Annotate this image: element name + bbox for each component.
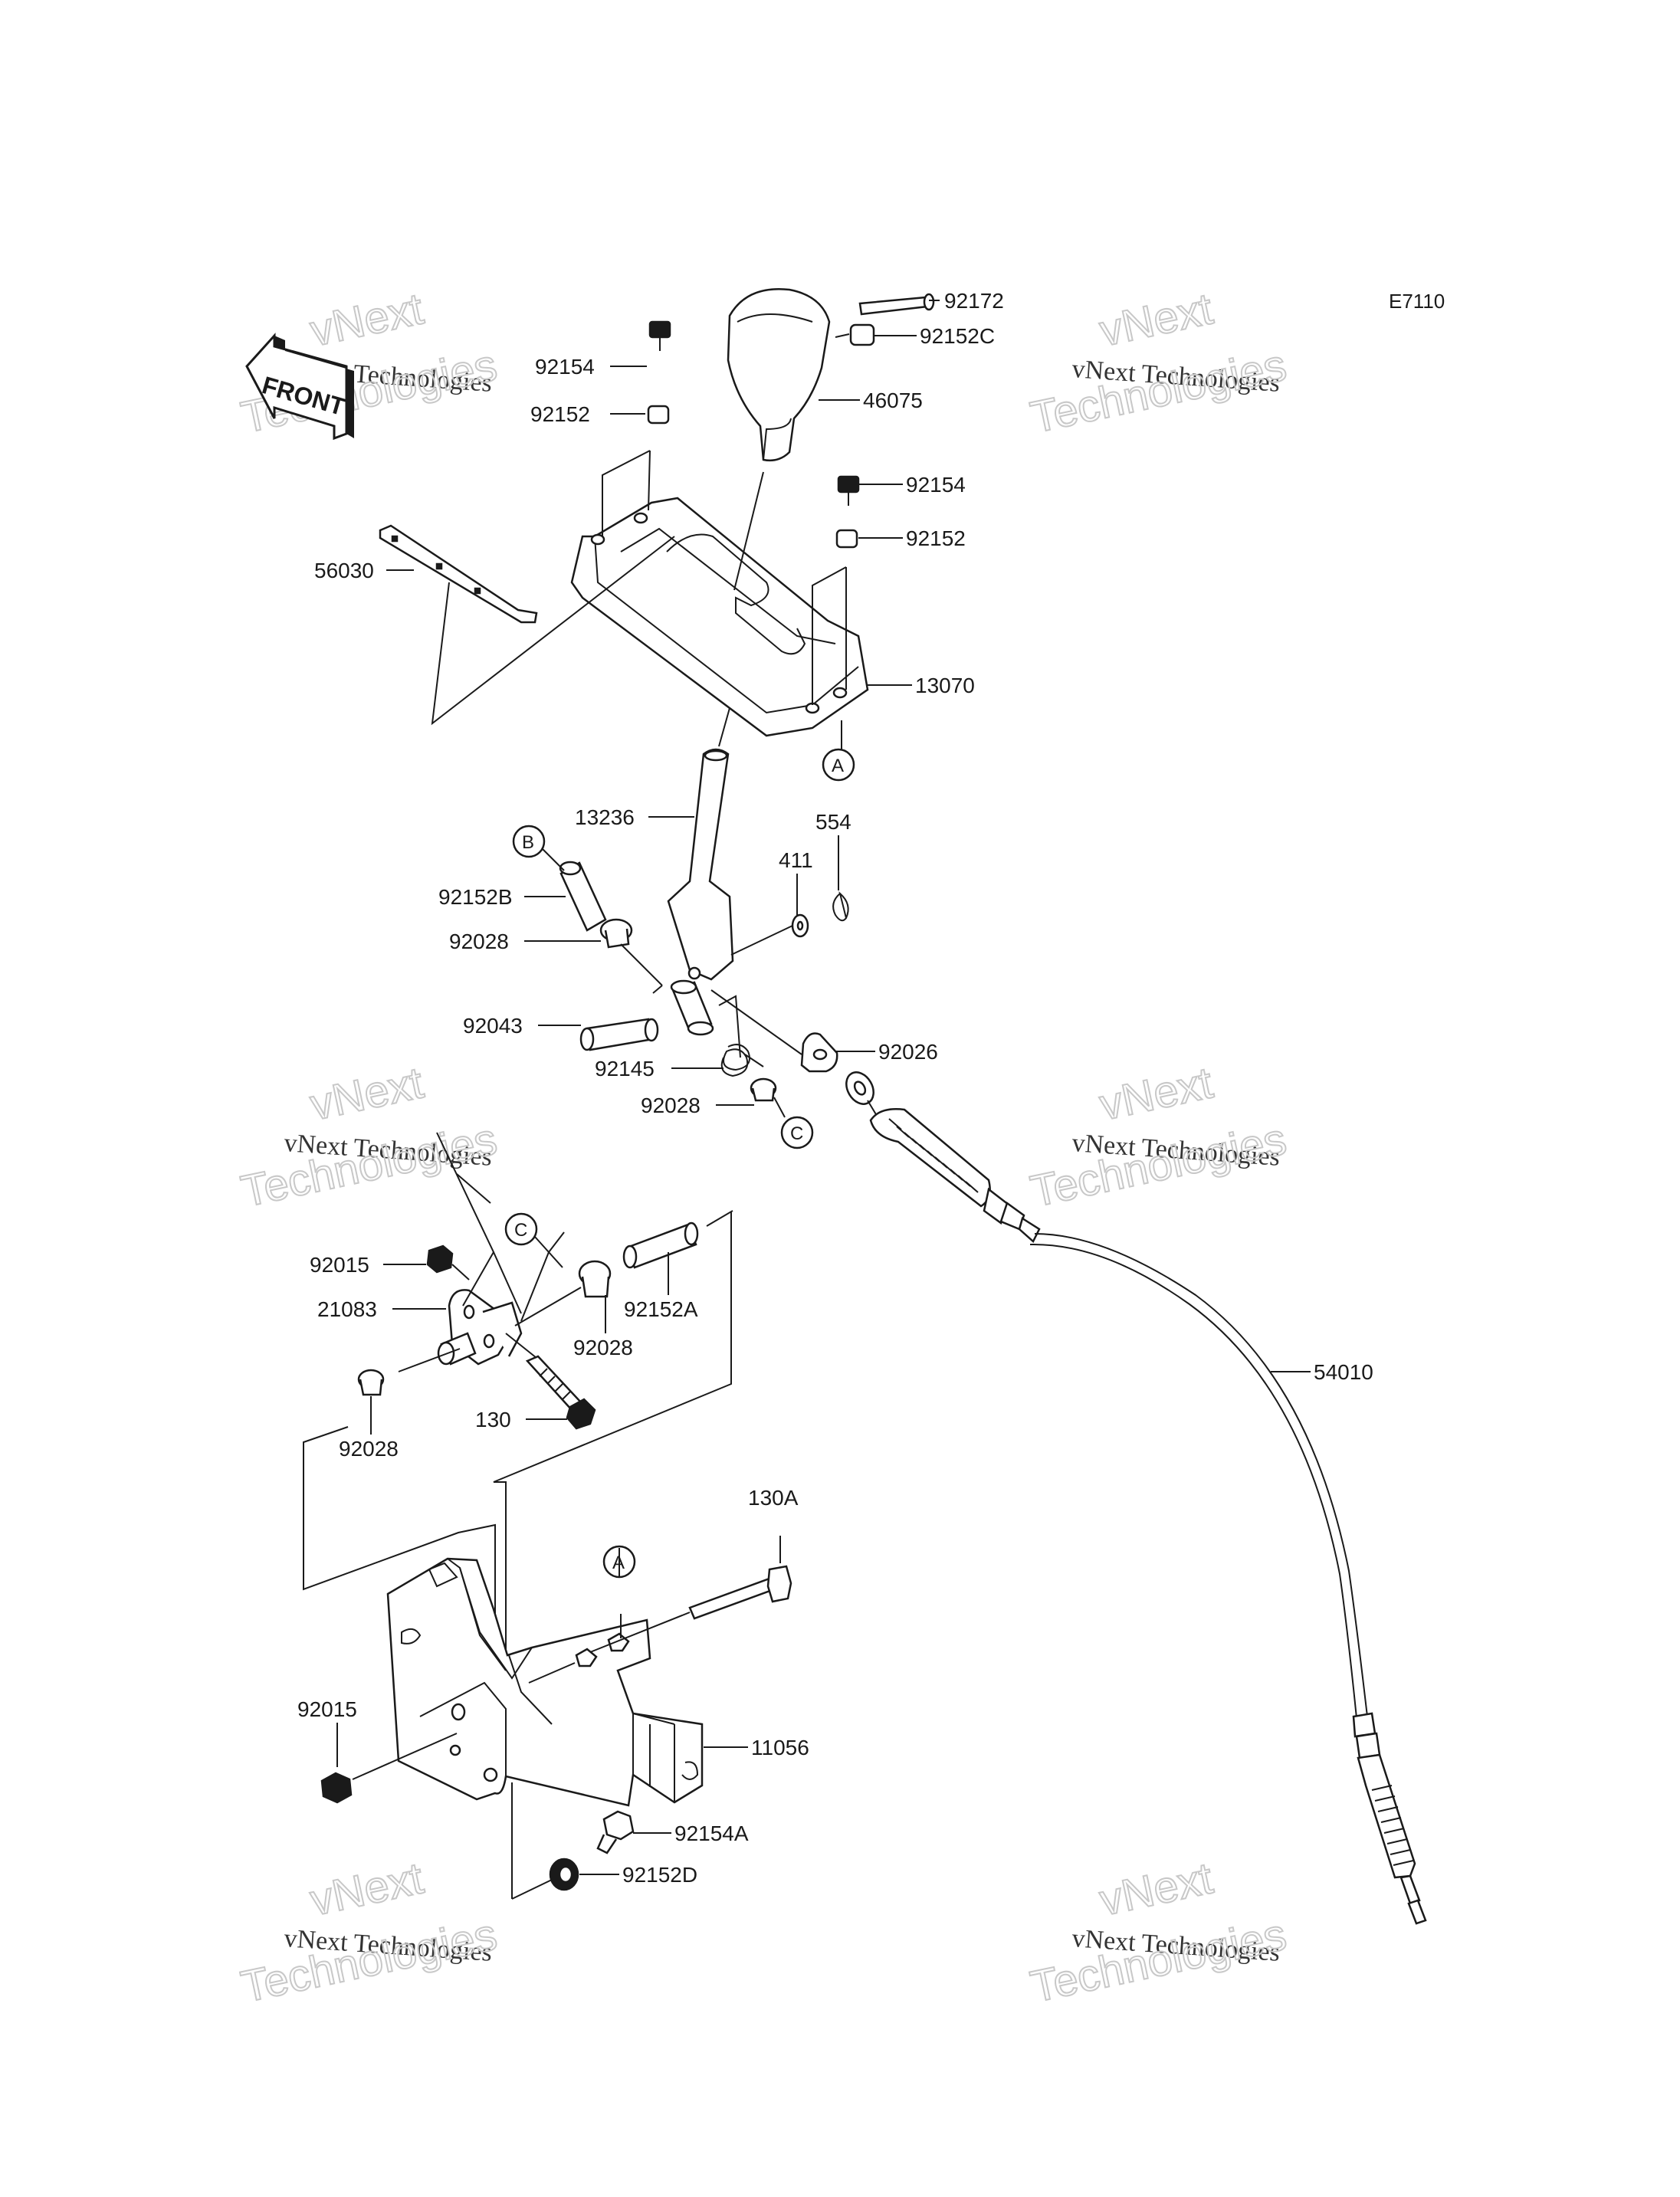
washer-92152d (549, 1858, 579, 1891)
bracket-92026 (800, 1032, 838, 1073)
svg-text:C: C (790, 1123, 803, 1144)
label-92152b: 92152B (438, 885, 513, 909)
shift-lever-13236 (667, 748, 734, 981)
svg-text:Technologies: Technologies (1026, 1114, 1291, 1217)
svg-text:vNext: vNext (306, 284, 428, 356)
bolt-130 (525, 1355, 596, 1430)
bushing-92028-d (357, 1369, 385, 1396)
watermark-mid-right: vNext vNext Technologies Technologies (1025, 1057, 1291, 1217)
label-92043: 92043 (463, 1014, 523, 1038)
collar-92152b (559, 861, 607, 932)
label-46075: 46075 (863, 389, 923, 412)
pin-92043 (579, 1018, 659, 1051)
shift-cable-54010 (845, 1071, 1427, 1925)
label-56030: 56030 (314, 559, 374, 582)
label-92028-b: 92028 (641, 1094, 701, 1117)
label-92154a: 92154A (674, 1822, 749, 1845)
bracket-11056 (386, 1557, 704, 1807)
label-92026: 92026 (878, 1040, 938, 1064)
front-arrow-icon: FRONT (245, 333, 354, 441)
pivot-tube (670, 979, 714, 1036)
bolt-130a (688, 1536, 792, 1620)
label-92154-top: 92154 (535, 355, 595, 379)
spacer-tube (437, 1332, 477, 1366)
svg-text:Technologies: Technologies (1026, 340, 1291, 443)
cotter-pin-554 (832, 891, 849, 922)
collar-92152c (849, 323, 875, 346)
label-130: 130 (475, 1408, 511, 1431)
svg-text:Technologies: Technologies (237, 1910, 501, 2012)
callout-c-right: C (773, 1097, 814, 1149)
label-92015-top: 92015 (310, 1253, 369, 1277)
shift-knob (727, 288, 831, 462)
label-11056: 11056 (751, 1736, 809, 1759)
bushing-92028-b (750, 1077, 777, 1102)
label-130a: 130A (748, 1486, 799, 1510)
label-92152-right: 92152 (906, 526, 966, 550)
svg-text:Technologies: Technologies (1026, 1910, 1291, 2012)
label-92015-bottom: 92015 (297, 1697, 357, 1721)
svg-text:vNext: vNext (1095, 284, 1217, 356)
callout-c-left: C (504, 1212, 563, 1268)
nut-92015-top (426, 1244, 454, 1274)
label-13070: 13070 (915, 674, 975, 697)
svg-text:vNext: vNext (1095, 1853, 1217, 1925)
label-54010: 54010 (1314, 1360, 1373, 1384)
label-554: 554 (815, 810, 851, 834)
label-plate-56030 (379, 524, 538, 624)
watermark-top-right: vNext vNext Technologies Technologies (1025, 283, 1291, 443)
bolt-92154-right (837, 475, 860, 506)
bolt-92154-left (648, 320, 671, 351)
watermark-bottom-left: vNext vNext Technologies Technologies (236, 1852, 502, 2012)
label-92028-d: 92028 (339, 1437, 399, 1461)
label-92152-top: 92152 (530, 402, 590, 426)
label-92028-a: 92028 (449, 930, 509, 953)
svg-text:Technologies: Technologies (237, 1114, 501, 1217)
label-92028-c: 92028 (573, 1336, 633, 1359)
watermark-bottom-right: vNext vNext Technologies Technologies (1025, 1852, 1291, 2012)
label-92154-right: 92154 (906, 473, 966, 497)
label-411: 411 (779, 848, 813, 872)
label-21083: 21083 (317, 1297, 377, 1321)
svg-text:vNext: vNext (1095, 1058, 1217, 1130)
svg-text:B: B (522, 832, 534, 853)
label-92172: 92172 (944, 289, 1004, 313)
spring-92145 (718, 995, 764, 1077)
diagram-code: E7110 (1389, 290, 1445, 313)
bolt-92154a (596, 1810, 635, 1854)
bushing-92028-a (599, 918, 633, 949)
screw-92172 (858, 293, 935, 316)
watermark-mid-left: vNext vNext Technologies Technologies (236, 1057, 502, 1217)
collar-92152a (622, 1221, 699, 1269)
washer-411 (791, 913, 809, 938)
callout-a-top: A (822, 720, 855, 782)
nut-92015-bottom (320, 1772, 353, 1804)
label-92145: 92145 (595, 1057, 655, 1080)
label-92152a: 92152A (624, 1297, 698, 1321)
shift-guide-13070 (570, 497, 869, 737)
label-13236: 13236 (575, 805, 635, 829)
label-92152c: 92152C (920, 324, 995, 348)
callout-b: B (522, 832, 534, 853)
collar-92152-left (647, 405, 670, 425)
collar-92152-right (835, 529, 858, 549)
bushing-92028-c (578, 1260, 612, 1298)
svg-text:C: C (514, 1220, 527, 1241)
svg-text:A: A (832, 756, 844, 776)
svg-text:vNext: vNext (306, 1058, 428, 1130)
label-92152d: 92152D (622, 1863, 697, 1887)
svg-text:vNext: vNext (306, 1853, 428, 1925)
